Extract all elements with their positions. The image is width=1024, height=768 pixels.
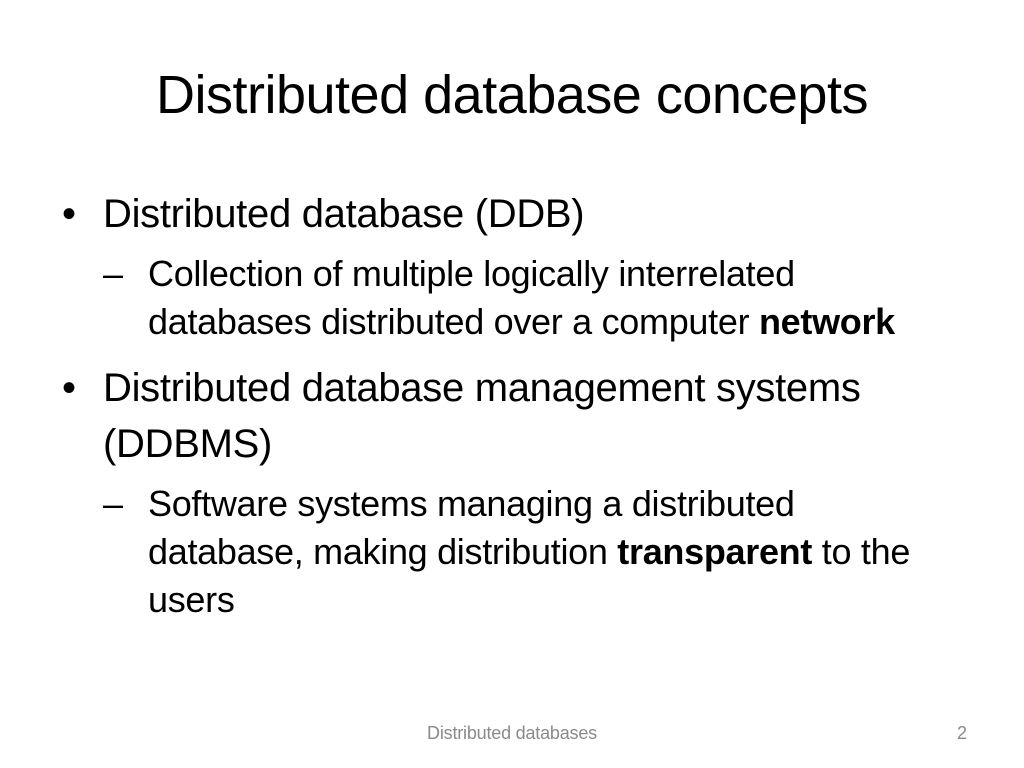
bullet-dot-icon: • — [62, 366, 76, 410]
bold-text-segment: transparent — [617, 531, 813, 572]
dash-icon: – — [103, 483, 123, 524]
bullet-item: • Distributed database (DDB) — [0, 186, 1024, 242]
text-segment: to the — [812, 531, 911, 572]
bullet-item: • Distributed database management system… — [0, 360, 1024, 472]
slide-footer: Distributed databases — [427, 723, 597, 743]
sub-bullet-text-line: database, making distribution transparen… — [148, 528, 1024, 576]
sub-bullet-text-line: Software systems managing a distributed — [148, 483, 795, 524]
slide-title: Distributed database concepts — [156, 65, 868, 125]
bullet-dot-icon: • — [62, 192, 76, 236]
bullet-list: • Distributed database (DDB) – Collectio… — [0, 186, 1024, 624]
bold-text-segment: network — [758, 301, 895, 342]
sub-bullet-item: – Software systems managing a distribute… — [0, 480, 1024, 624]
sub-bullet-text-line: Collection of multiple logically interre… — [148, 253, 795, 294]
dash-icon: – — [103, 253, 123, 294]
bullet-text-line: (DDBMS) — [103, 422, 272, 466]
sub-bullet-text-line: databases distributed over a computer ne… — [148, 298, 1024, 346]
text-segment: databases distributed over a computer — [148, 301, 759, 342]
sub-bullet-item: – Collection of multiple logically inter… — [0, 250, 1024, 346]
slide-page-number: 2 — [956, 723, 967, 743]
bullet-text-line: Distributed database management systems — [103, 366, 861, 410]
text-segment: database, making distribution — [148, 531, 618, 572]
bullet-text-line: Distributed database (DDB) — [103, 192, 585, 236]
sub-bullet-text-line: users — [148, 579, 235, 620]
